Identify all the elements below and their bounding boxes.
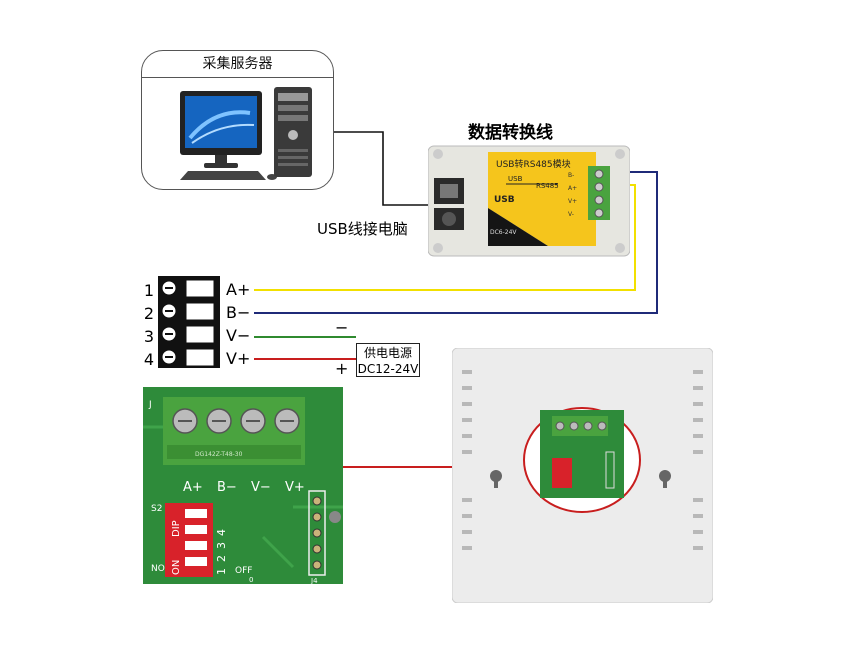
pcb-no-label: NO (151, 564, 165, 574)
signal-b-minus: B− (226, 303, 251, 322)
dip-on-label: ON (171, 560, 182, 575)
pcb-j4-label: J4 (310, 577, 318, 584)
signal-a-plus: A+ (226, 280, 251, 299)
pcb-pin-b-minus: B− (217, 480, 237, 495)
wire-b-minus (254, 171, 658, 314)
conv-pin-label-3: V+ (568, 198, 577, 205)
module-label: USB转RS485模块 (496, 158, 571, 170)
power-supply-box: 供电电源 DC12-24V (356, 343, 420, 377)
server-box: 采集服务器 (141, 50, 334, 190)
pcb-pin-v-plus: V+ (285, 480, 305, 495)
sensor-enclosure (452, 348, 713, 603)
terminal-number-4: 4 (143, 350, 154, 369)
conv-pin-label-2: A+ (568, 185, 577, 192)
pcb-j4-pin0: 0 (249, 576, 253, 584)
pcb-s2-label: S2 (151, 504, 162, 514)
signal-v-minus: V− (226, 326, 251, 345)
usb-port-label: USB (494, 195, 515, 205)
terminal-number-2: 2 (143, 304, 154, 323)
power-line1: 供电电源 (363, 346, 412, 360)
power-line2: DC12-24V (357, 362, 419, 376)
converter-title: 数据转换线 (468, 123, 553, 143)
pcb-off-label: OFF (235, 566, 252, 576)
terminal-block (158, 276, 220, 368)
usb-cable-wire (325, 131, 440, 206)
signal-v-plus: V+ (226, 349, 251, 368)
arrow-right-label: RS485 (536, 182, 559, 190)
server-title: 采集服务器 (142, 51, 333, 78)
usb-rs485-converter: USB转RS485模块 USB RS485 USB DC6-24V B- A+ … (428, 145, 630, 257)
arrow-left-label: USB (508, 175, 523, 183)
pcb-closeup: J DG142Z-T48-30 A+ B− V− V+ S2 DIP ON 12… (143, 387, 343, 584)
conv-pin-label-4: V- (568, 211, 574, 218)
conv-pin-label-1: B- (568, 172, 574, 179)
pcb-j-label: J (148, 400, 152, 410)
dip-numbers: 1234 (215, 523, 228, 575)
j4-header (308, 490, 326, 576)
dip-label: DIP (171, 520, 182, 537)
terminal-number-1: 1 (143, 281, 154, 300)
power-minus-sign: − (335, 318, 349, 337)
pcb-connector-code: DG142Z-T48-30 (195, 451, 243, 458)
pcb-pin-a-plus: A+ (183, 480, 203, 495)
power-plus-sign: + (335, 359, 349, 378)
terminal-number-3: 3 (143, 327, 154, 346)
computer-icon (180, 87, 312, 180)
converter-terminal (588, 166, 610, 220)
usb-label: USB线接电脑 (317, 220, 408, 238)
dc-label: DC6-24V (490, 229, 517, 236)
pcb-pin-v-minus: V− (251, 480, 271, 495)
